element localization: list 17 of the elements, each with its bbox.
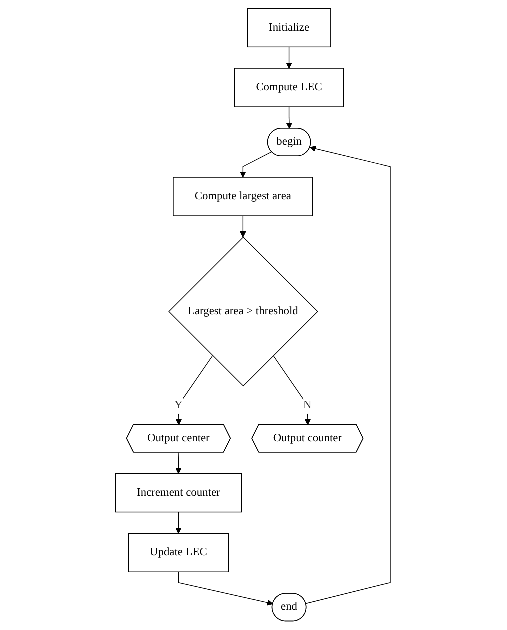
arrow: [274, 356, 312, 426]
arrow: [286, 106, 293, 130]
node-box: Initialize: [248, 8, 332, 48]
arrow: [306, 146, 392, 604]
node-box: Compute LEC: [234, 68, 344, 108]
node-diamond: Largest area > threshold: [169, 236, 319, 387]
arrow: [176, 512, 182, 534]
node-box: Update LEC: [128, 533, 230, 572]
node-box: Compute largest area: [174, 177, 314, 216]
node-box: Increment counter: [116, 473, 242, 513]
arrow: [178, 572, 274, 606]
arrow: [240, 152, 273, 178]
arrow: [176, 452, 182, 474]
edge-label: Y: [174, 399, 184, 412]
arrow: [240, 216, 247, 238]
edge-label: N: [304, 399, 312, 412]
arrow: [286, 46, 293, 69]
